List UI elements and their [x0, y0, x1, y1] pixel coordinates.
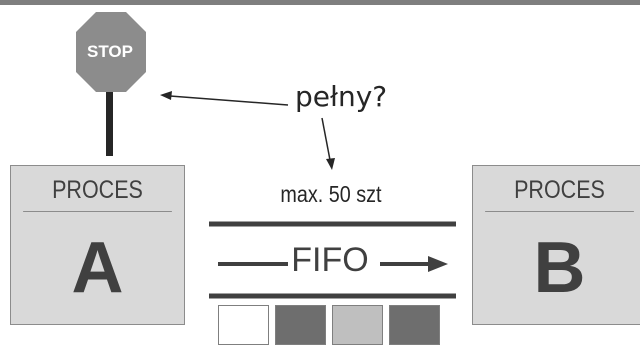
process-b-header: PROCES: [485, 166, 634, 212]
stop-sign-label: STOP: [87, 42, 133, 61]
capacity-label: max. 50 szt: [280, 181, 382, 207]
queue-item: [275, 305, 326, 345]
process-b-box: PROCES B: [472, 165, 640, 325]
process-a-letter: A: [71, 228, 124, 308]
process-a-header: PROCES: [23, 166, 172, 212]
process-a-box: PROCES A: [10, 165, 185, 325]
arrow-to-stop: [169, 95, 289, 106]
queue-item: [389, 305, 440, 345]
arrow-to-capacity-head: [326, 158, 335, 170]
process-b-letter: B: [533, 228, 586, 308]
stop-sign-icon: [76, 12, 146, 92]
arrow-to-stop-head: [160, 91, 172, 100]
fifo-arrow-icon: [428, 256, 448, 272]
full-question-annotation: pełny?: [295, 80, 388, 113]
top-border: [0, 0, 640, 5]
fifo-label: FIFO: [291, 241, 369, 279]
stop-sign-pole: [106, 92, 113, 156]
arrow-to-capacity: [321, 117, 331, 161]
queue-item: [332, 305, 383, 345]
queue-item: [218, 305, 269, 345]
